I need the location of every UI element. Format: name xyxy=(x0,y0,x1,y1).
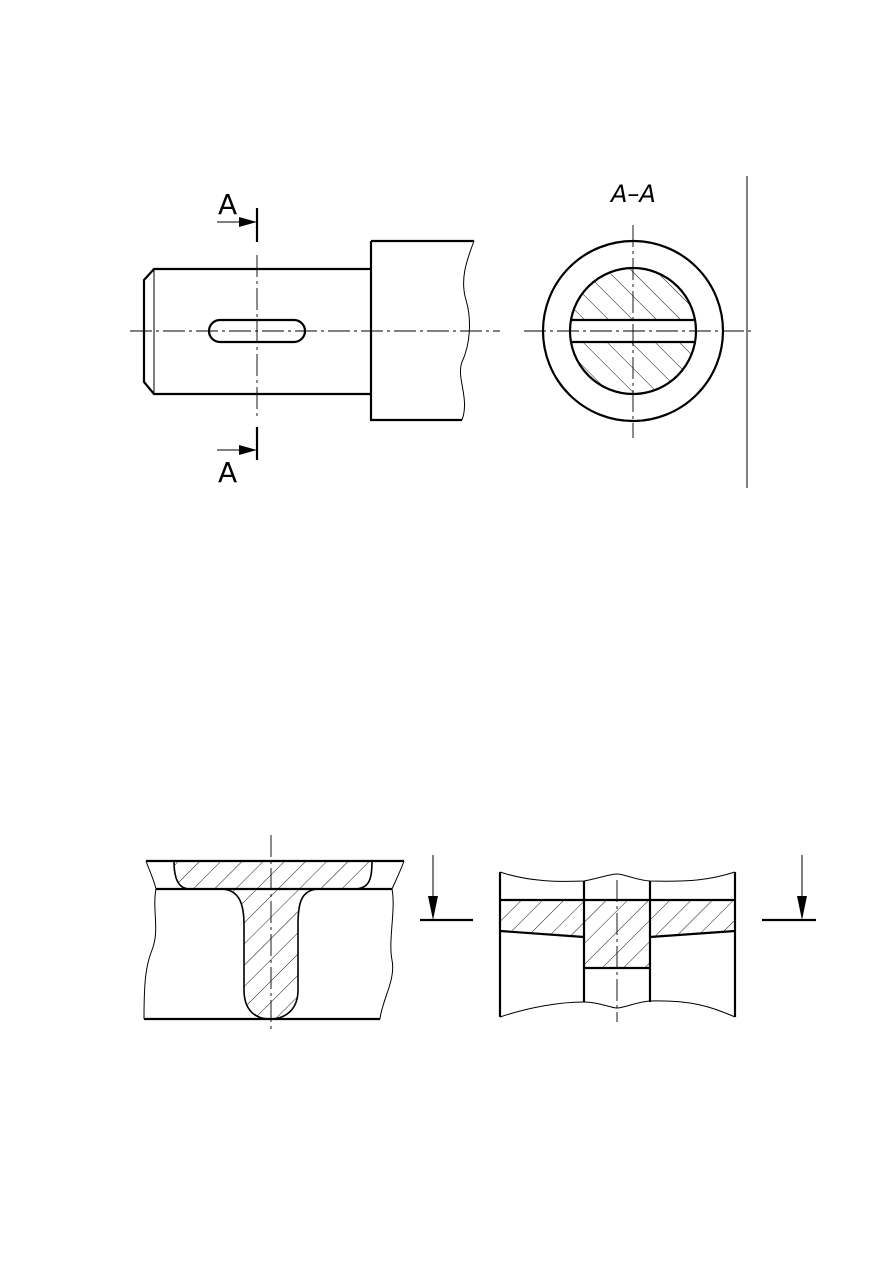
section-letter-top: A xyxy=(218,188,237,221)
section-mark-top: A xyxy=(217,188,259,242)
section-mark-bottom: A xyxy=(217,427,259,489)
arrow-down-icon xyxy=(797,896,807,920)
section-letter-bottom: A xyxy=(218,456,237,489)
t-rib-section xyxy=(173,860,373,1020)
section-title: A–A xyxy=(609,180,656,208)
section-view-a-a: A–A xyxy=(524,180,752,438)
figure-1-shaft: A A A–A xyxy=(130,176,752,489)
figure-3-joint xyxy=(498,855,816,1022)
figure-2-t-section xyxy=(143,835,473,1030)
view-arrow-2 xyxy=(762,855,816,922)
view-arrow-1 xyxy=(420,855,473,922)
arrow-right-icon xyxy=(239,445,257,455)
arrow-right-icon xyxy=(239,217,257,227)
shaft-side-view xyxy=(142,239,475,422)
arrow-down-icon xyxy=(428,896,438,920)
